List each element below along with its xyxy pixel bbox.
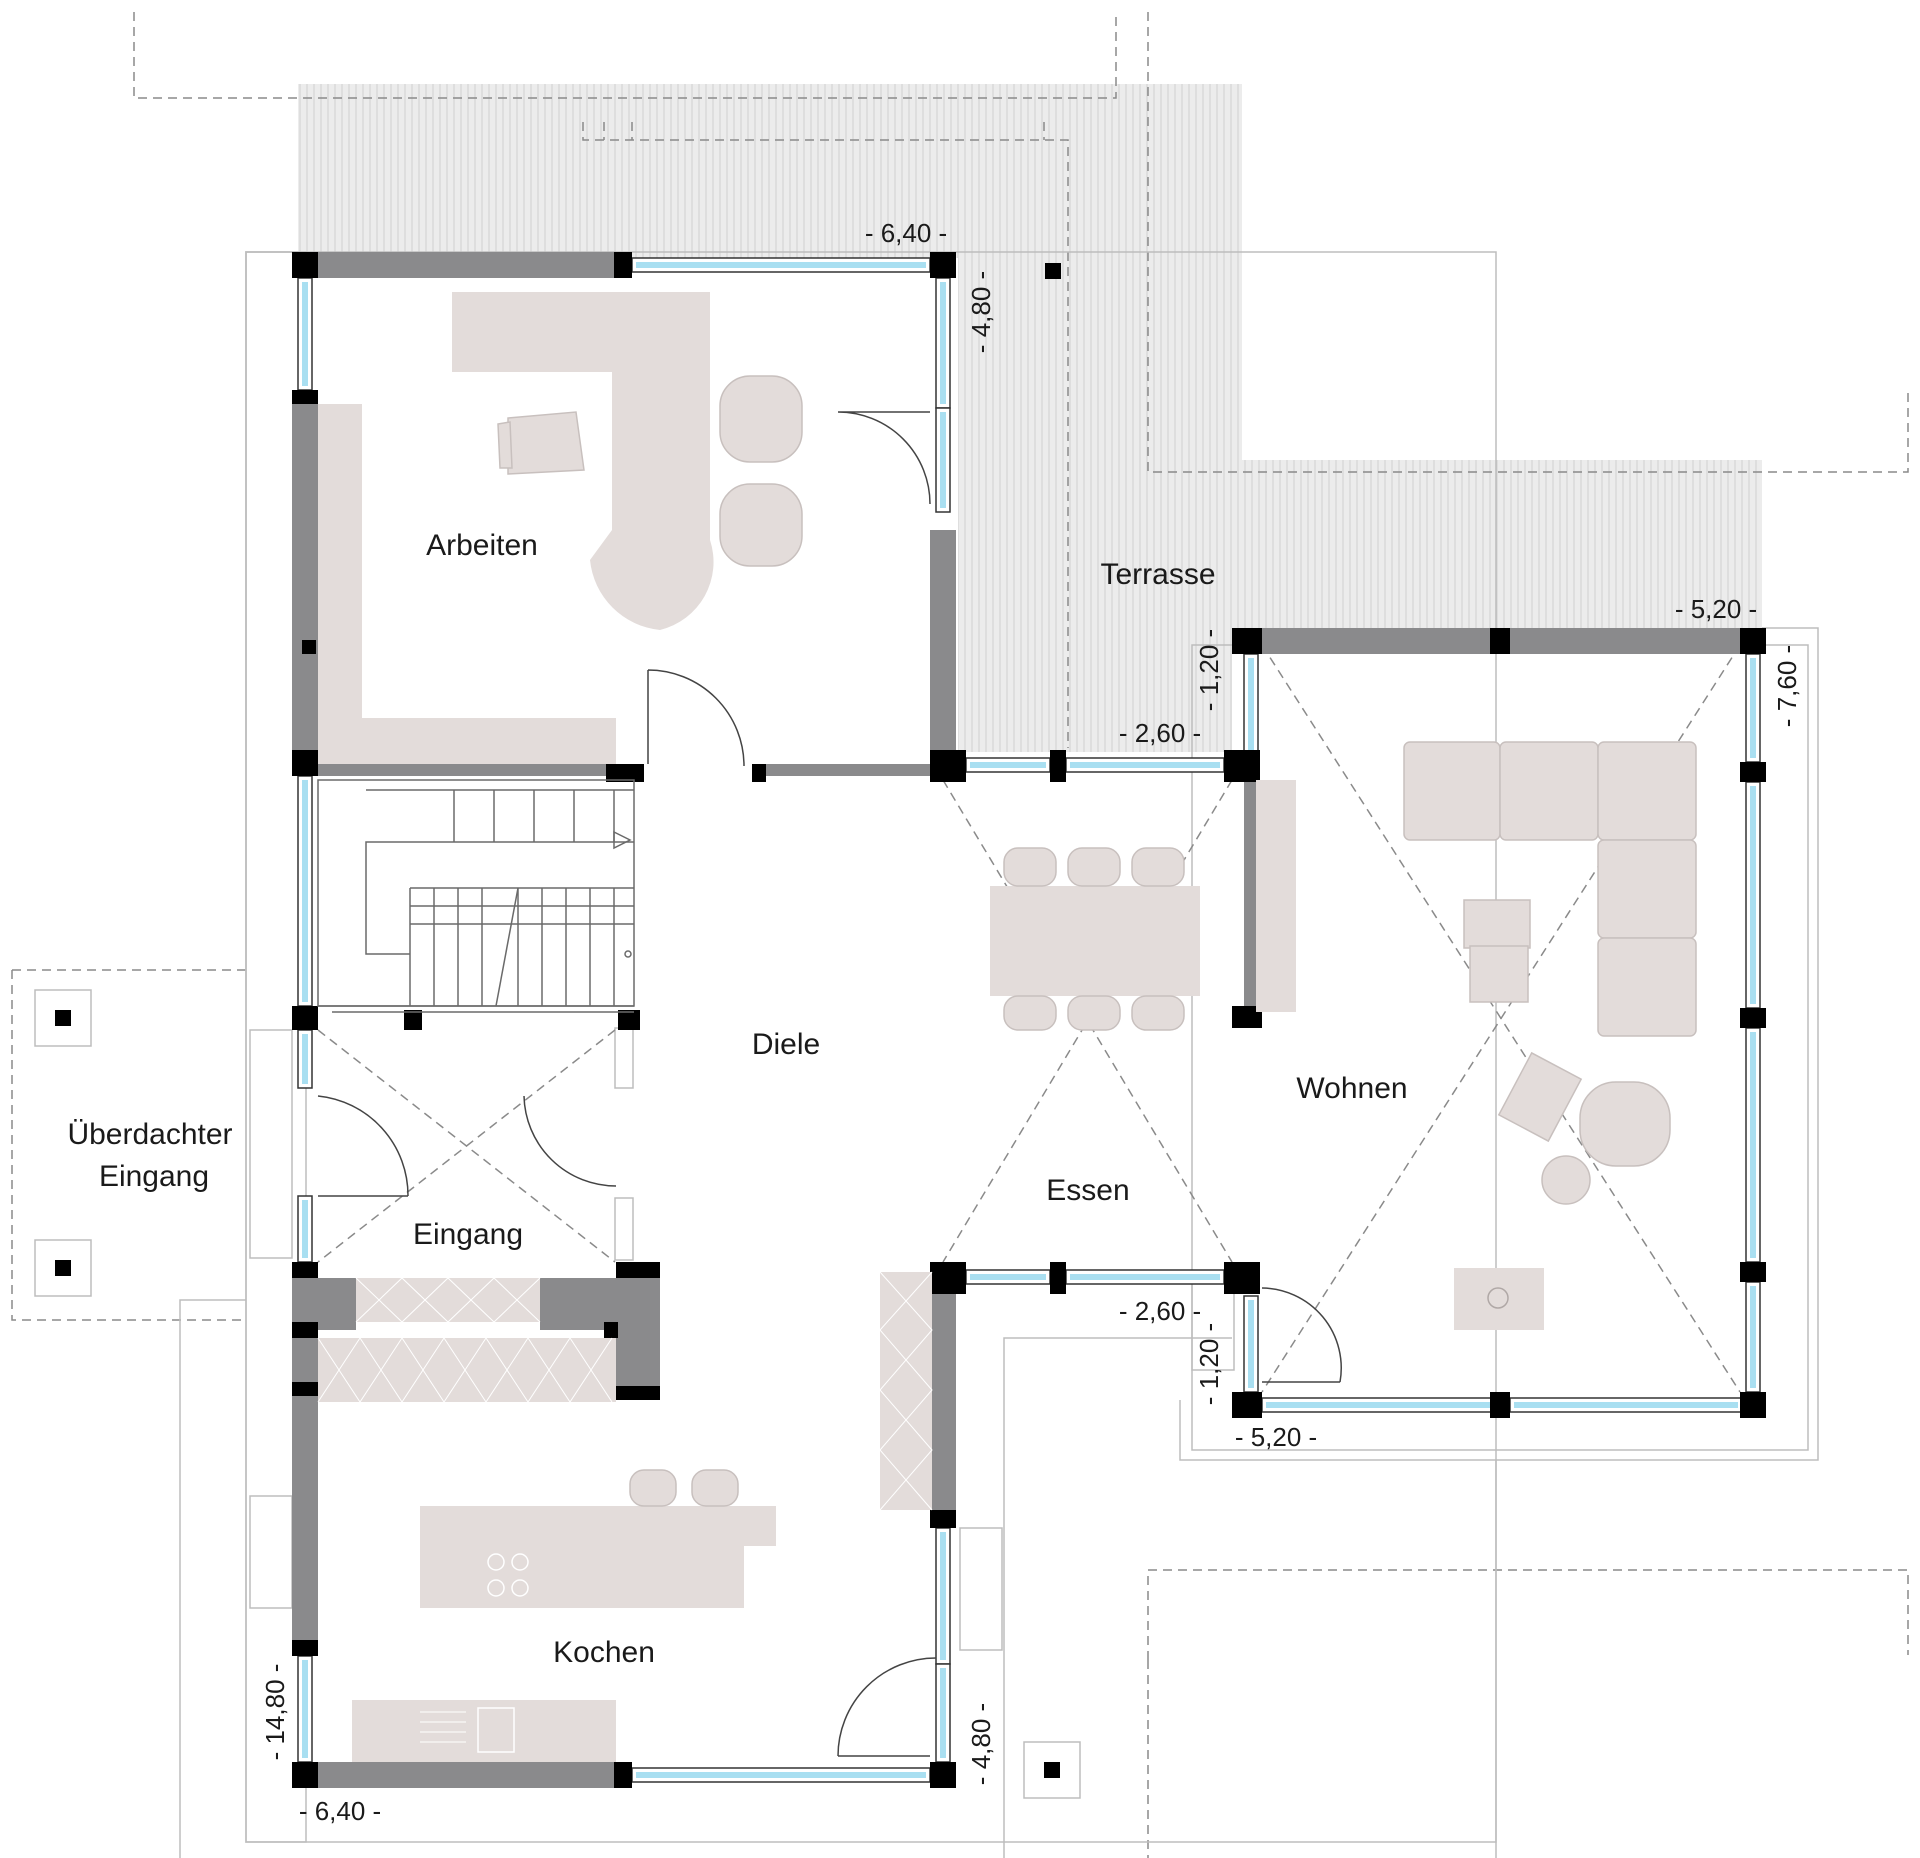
room-label-diele: Diele <box>752 1028 820 1061</box>
stair-treads-upper <box>366 789 634 842</box>
dim-kochen-depth: - 4,80 - <box>966 1703 996 1785</box>
furniture-eingang <box>355 1277 541 1323</box>
room-label-ueberdachter-eingang-1: Überdachter <box>67 1118 232 1151</box>
roof-outlines <box>11 12 1909 1858</box>
dim-house-depth: - 14,80 - <box>260 1664 290 1761</box>
dimension-labels: - 6,40 - - 4,80 - - 5,20 - - 7,60 - - 2,… <box>260 218 1802 1826</box>
room-label-terrasse: Terrasse <box>1100 558 1215 591</box>
furniture-arbeiten <box>318 292 803 764</box>
room-label-eingang: Eingang <box>413 1218 523 1251</box>
dim-kochen-width: - 6,40 - <box>299 1796 381 1826</box>
stair-treads-lower <box>410 888 634 1006</box>
columns <box>34 263 1081 1799</box>
room-label-ueberdachter-eingang-2: Eingang <box>99 1160 209 1193</box>
furniture-wohnen <box>1403 741 1697 1330</box>
staircase <box>317 779 635 1013</box>
dim-wohnen-width-bottom: - 5,20 - <box>1235 1422 1317 1452</box>
terrace-decking <box>298 84 1762 752</box>
room-label-essen: Essen <box>1046 1174 1129 1207</box>
dim-essen-offset-bottom: - 1,20 - <box>1194 1323 1224 1405</box>
doors <box>317 411 1342 1757</box>
room-label-kochen: Kochen <box>553 1636 655 1669</box>
dim-wohnen-depth: - 7,60 - <box>1772 645 1802 727</box>
room-label-arbeiten: Arbeiten <box>426 529 538 562</box>
dim-wohnen-width-top: - 5,20 - <box>1675 594 1757 624</box>
furniture-kochen <box>317 1271 933 1762</box>
furniture-essen <box>990 780 1296 1031</box>
dim-arbeiten-width: - 6,40 - <box>865 218 947 248</box>
dim-essen-width-bottom: - 2,60 - <box>1119 1296 1201 1326</box>
room-labels: Arbeiten Terrasse Diele Wohnen Überdacht… <box>67 529 1407 1669</box>
posts <box>292 252 1766 1788</box>
dim-essen-width-top: - 2,60 - <box>1119 718 1201 748</box>
dim-arbeiten-depth: - 4,80 - <box>966 271 996 353</box>
room-label-wohnen: Wohnen <box>1296 1072 1407 1105</box>
dim-essen-offset-top: - 1,20 - <box>1194 629 1224 711</box>
